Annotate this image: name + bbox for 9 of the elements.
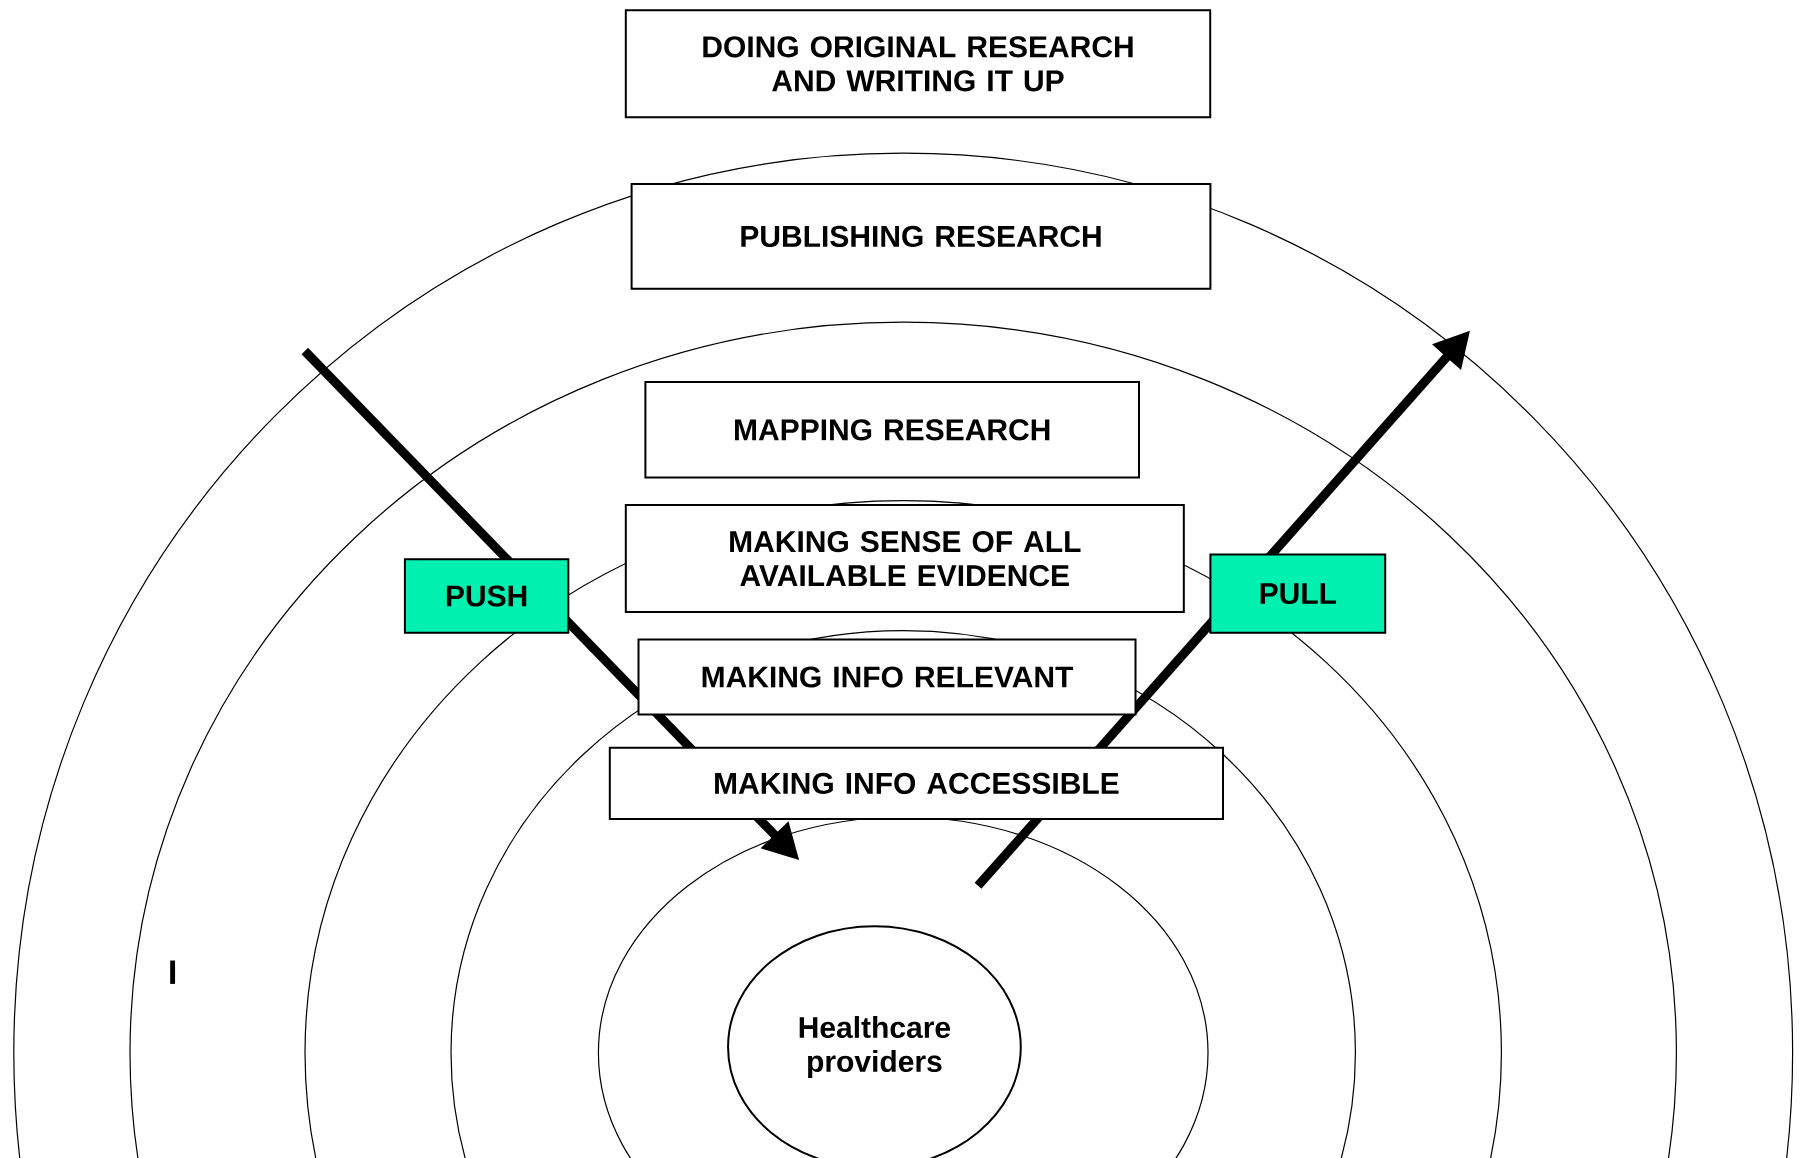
process-box: PUBLISHING RESEARCH — [630, 183, 1212, 290]
process-box: MAPPING RESEARCH — [644, 381, 1140, 479]
process-box: MAKING SENSE OF ALL AVAILABLE EVIDENCE — [624, 504, 1185, 614]
process-box: PULL — [1209, 553, 1387, 634]
process-box: PUSH — [403, 558, 570, 634]
letter-label: I — [170, 960, 176, 984]
process-box: DOING ORIGINAL RESEARCH AND WRITING IT UP — [624, 9, 1212, 119]
process-box: MAKING INFO ACCESSIBLE — [608, 746, 1224, 821]
process-box: MAKING INFO RELEVANT — [637, 638, 1137, 716]
